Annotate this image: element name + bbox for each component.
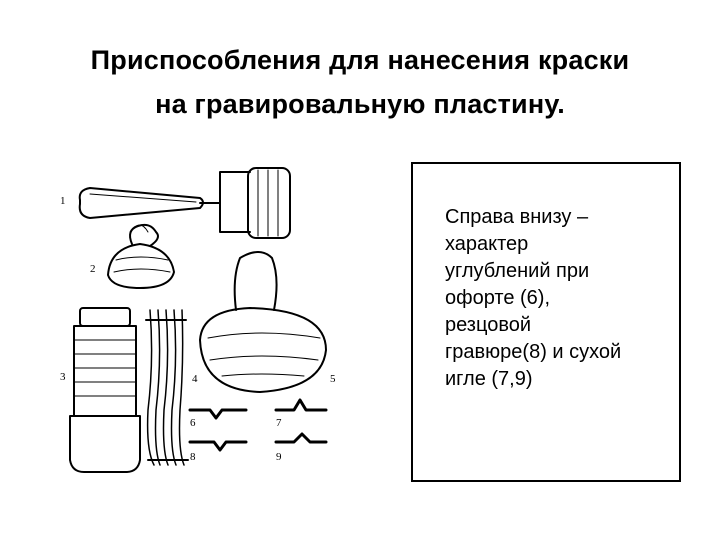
- figure-label-6: 6: [190, 417, 196, 429]
- figure-label-9: 9: [276, 451, 282, 463]
- groove-profiles: [188, 398, 328, 452]
- slide-title: Приспособления для нанесения краски на г…: [0, 38, 720, 126]
- ink-dabber-large: [199, 251, 327, 393]
- figure-label-8: 8: [190, 451, 196, 463]
- figure-label-3: 3: [60, 371, 66, 383]
- figure-label-7: 7: [276, 417, 282, 429]
- figure-label-5: 5: [330, 373, 336, 385]
- figure-label-2: 2: [90, 263, 96, 275]
- roller-tool: [78, 167, 291, 239]
- figure-label-1: 1: [60, 195, 66, 207]
- rope-bundle: [145, 309, 189, 466]
- caption-text: Справа внизу – характер углублений при о…: [445, 206, 622, 390]
- figure-label-4: 4: [192, 373, 198, 385]
- ink-dabber-small: [107, 223, 175, 289]
- tools-illustration: 1 2 3 4 5 6 7 8 9: [50, 160, 390, 490]
- caption-box: Справа внизу – характер углублений при о…: [411, 162, 681, 482]
- title-line-2: на гравировальную пластину.: [155, 89, 565, 119]
- cylindrical-dabber: [69, 307, 141, 473]
- title-line-1: Приспособления для нанесения краски: [90, 45, 630, 75]
